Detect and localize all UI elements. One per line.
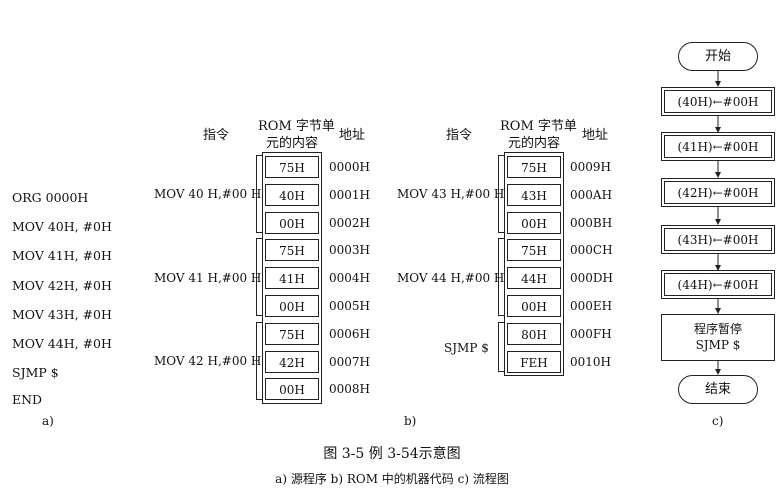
rom-cell: 00H <box>265 211 319 234</box>
instr-label: MOV 44 H,#00 H <box>397 271 505 285</box>
header-rom-line2: 元的内容 <box>266 136 319 151</box>
group-brace <box>256 238 262 316</box>
rom-address: 0006H <box>329 326 371 341</box>
header-addr: 地址 <box>582 128 609 143</box>
source-line: MOV 44H, #0H <box>12 336 112 351</box>
group-brace <box>256 155 262 233</box>
header-addr: 地址 <box>339 128 366 143</box>
rom-cell: 42H <box>265 350 319 373</box>
rom-address: 000EH <box>570 299 613 313</box>
instr-label: MOV 42 H,#00 H <box>154 354 262 368</box>
rom-address: 0000H <box>329 160 371 174</box>
rom-cell: 75H <box>507 156 561 178</box>
rom-cell: 43H <box>507 183 561 206</box>
header-instr: 指令 <box>203 128 230 143</box>
instr-label: MOV 41 H,#00 H <box>154 271 262 285</box>
source-line: MOV 41H, #0H <box>12 248 112 263</box>
flow-step: (42H)←#00H <box>661 178 775 207</box>
instr-label: SJMP $ <box>444 341 489 355</box>
group-brace <box>498 155 504 233</box>
source-line: MOV 40H, #0H <box>12 219 112 234</box>
source-line: MOV 43H, #0H <box>12 307 112 322</box>
rom-cell: 80H <box>507 322 561 345</box>
flow-pause: 程序暂停 SJMP $ <box>661 314 775 361</box>
rom-column-frame <box>504 152 564 376</box>
rom-cell: 40H <box>265 183 319 206</box>
rom-column-frame <box>262 152 322 404</box>
label-b: b) <box>404 414 417 428</box>
rom-cell: 00H <box>507 295 561 317</box>
rom-address: 0008H <box>329 382 371 397</box>
source-line: END <box>12 392 43 407</box>
flow-end: 结束 <box>678 375 758 404</box>
rom-address: 0007H <box>329 354 371 369</box>
rom-cell: 75H <box>265 156 319 178</box>
group-brace <box>256 322 262 400</box>
rom-address: 0001H <box>329 187 371 202</box>
instr-label: MOV 43 H,#00 H <box>397 187 505 201</box>
rom-address: 000DH <box>570 271 613 286</box>
header-instr: 指令 <box>446 128 473 143</box>
flow-pause-line1: 程序暂停 <box>693 322 742 336</box>
flow-pause-line2: SJMP $ <box>695 338 741 352</box>
header-rom-line2: 元的内容 <box>508 136 561 151</box>
rom-cell: 00H <box>265 378 319 401</box>
flow-step: (41H)←#00H <box>661 132 775 161</box>
source-line: ORG 0000H <box>12 190 89 205</box>
rom-address: 000CH <box>570 243 613 258</box>
figure-subcaption: a) 源程序 b) ROM 中的机器代码 c) 流程图 <box>275 472 509 486</box>
instr-label: MOV 40 H,#00 H <box>154 187 262 201</box>
rom-address: 0003H <box>329 243 371 258</box>
rom-cell: 41H <box>265 267 319 290</box>
rom-cell: 75H <box>265 322 319 345</box>
rom-cell: FEH <box>507 350 561 373</box>
rom-cell: 00H <box>507 211 561 234</box>
figure-caption: 图 3-5 例 3-54示意图 <box>323 446 461 462</box>
flow-step: (43H)←#00H <box>661 225 775 254</box>
rom-address: 000FH <box>570 326 612 341</box>
rom-address: 0004H <box>329 271 371 286</box>
rom-cell: 44H <box>507 267 561 290</box>
header-rom-line1: ROM 字节单 <box>258 119 335 134</box>
rom-cell: 75H <box>265 239 319 262</box>
label-c: c) <box>712 414 724 428</box>
group-brace <box>498 238 504 316</box>
header-rom-line1: ROM 字节单 <box>500 119 577 134</box>
flow-start: 开始 <box>678 42 758 71</box>
source-line: SJMP $ <box>12 365 59 380</box>
rom-address: 0002H <box>329 215 371 230</box>
source-line: MOV 42H, #0H <box>12 278 112 293</box>
label-a: a) <box>42 414 54 428</box>
rom-address: 000AH <box>570 187 613 202</box>
rom-cell: 75H <box>507 239 561 262</box>
rom-cell: 00H <box>265 295 319 317</box>
flow-step: (40H)←#00H <box>661 87 775 116</box>
group-brace <box>498 322 504 372</box>
rom-address: 000BH <box>570 215 613 230</box>
rom-address: 0010H <box>570 354 612 369</box>
flow-step: (44H)←#00H <box>661 270 775 299</box>
rom-address: 0005H <box>329 299 371 313</box>
rom-address: 0009H <box>570 160 612 174</box>
